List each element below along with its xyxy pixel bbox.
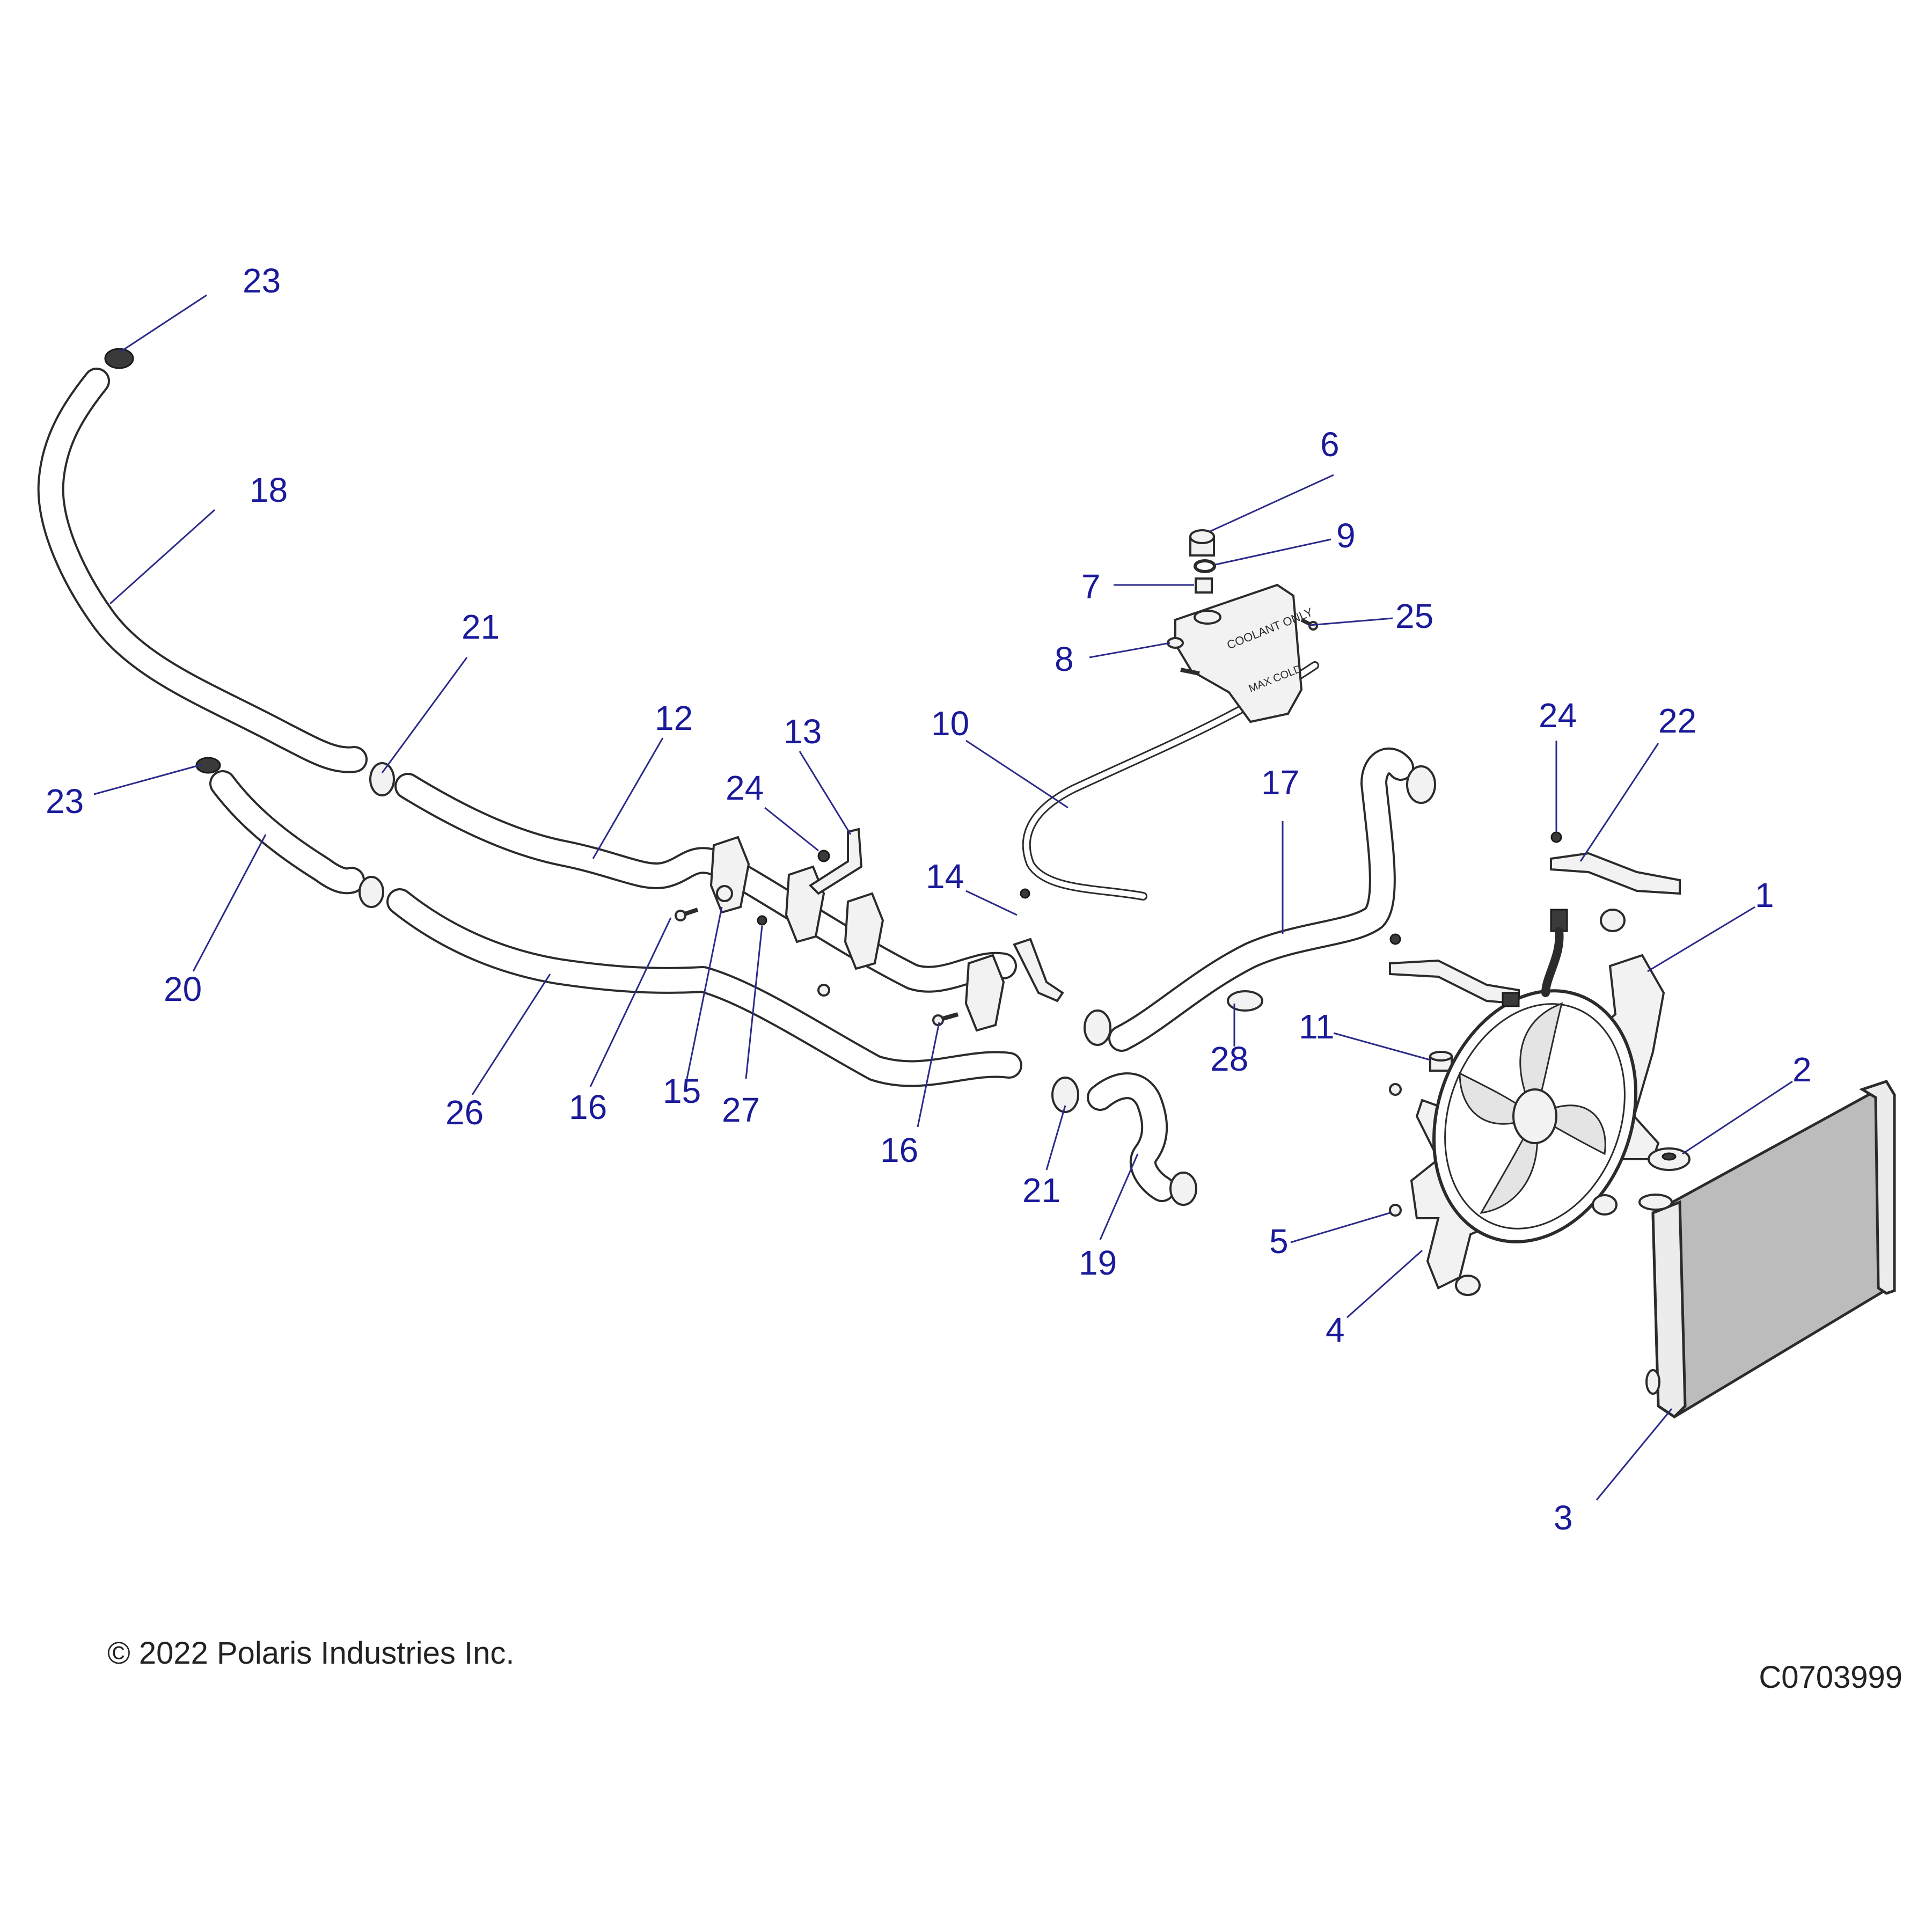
bolt-clip-c	[817, 984, 830, 997]
pipe-clip-15	[709, 836, 750, 914]
overflow-tube-10	[1022, 661, 1319, 901]
bolt-24-left	[817, 850, 830, 862]
hose-17	[1108, 747, 1414, 1052]
clamp-17-top	[1406, 765, 1436, 804]
callout-26: 26	[445, 1093, 484, 1132]
coolant-tank-8: COOLANT ONLY MAX COLD	[1174, 583, 1315, 723]
callout-13: 13	[784, 712, 822, 751]
bolt-16-right	[932, 1012, 959, 1026]
callout-15: 15	[663, 1072, 701, 1110]
grommet-top-right	[1600, 909, 1626, 932]
callout-22: 22	[1658, 701, 1696, 740]
callout-18: 18	[250, 471, 288, 509]
filler-cap-6	[1189, 529, 1215, 557]
bolt-27	[757, 915, 767, 926]
clamp-21-upper	[369, 762, 395, 796]
hose-20	[209, 770, 365, 895]
clamp-28	[1227, 990, 1263, 1012]
bolt-shroud-left	[1389, 1083, 1402, 1096]
callout-10: 10	[931, 704, 969, 743]
bracket-14	[1013, 888, 1064, 1002]
callout-3: 3	[1554, 1498, 1573, 1537]
grommet-11	[1429, 1051, 1453, 1072]
callout-12: 12	[655, 699, 693, 737]
bracket-13	[808, 828, 863, 895]
drawing-id: C0703999	[1759, 1660, 1902, 1695]
callout-5: 5	[1269, 1222, 1289, 1261]
radiator-cap-2	[1648, 1147, 1690, 1171]
grommet-shroud-right	[1592, 1194, 1618, 1216]
clamp-20-end	[358, 876, 384, 908]
callout-23-lower: 23	[46, 782, 84, 821]
callout-27: 27	[722, 1091, 760, 1129]
bolt-25	[1300, 618, 1318, 631]
callout-17: 17	[1261, 763, 1299, 802]
grommet-shroud-bottom	[1455, 1275, 1481, 1296]
bracket-upper-mid	[1389, 933, 1520, 1005]
bracket-22	[1550, 831, 1681, 895]
callout-9: 9	[1336, 516, 1356, 555]
fan-connector	[1502, 909, 1568, 1007]
callout-24-right: 24	[1539, 696, 1577, 735]
copyright-text: © 2022 Polaris Industries Inc.	[107, 1636, 514, 1671]
seal-9	[1194, 559, 1216, 573]
callout-11: 11	[1299, 1007, 1334, 1046]
leader-lines	[93, 294, 1793, 1501]
callout-28: 28	[1210, 1040, 1248, 1078]
callout-23-top: 23	[243, 261, 281, 300]
bolt-5	[1389, 1204, 1402, 1217]
clamp-19-end	[1169, 1172, 1197, 1206]
callout-2: 2	[1792, 1050, 1812, 1089]
callout-14: 14	[926, 857, 964, 896]
callout-19: 19	[1079, 1243, 1117, 1282]
pipe-clip-d	[964, 954, 1005, 1032]
bolt-16-left	[675, 908, 699, 921]
callout-21-upper: 21	[462, 608, 500, 646]
clamp-17-mid	[1084, 1009, 1111, 1046]
pipe-12	[394, 773, 1017, 993]
clamp-23-top	[104, 348, 134, 369]
callout-20: 20	[164, 970, 202, 1008]
radiator-3	[1638, 1079, 1896, 1419]
hose-18	[37, 368, 368, 773]
adapter-7	[1195, 577, 1213, 594]
fan-1	[1432, 989, 1638, 1243]
pipe-clip-c	[844, 892, 884, 970]
callout-16-right: 16	[880, 1131, 918, 1169]
callout-16-left: 16	[569, 1088, 607, 1126]
callouts: 1 2 3 4 5 6 7 8 9 10 11 12 13 14 15 16 1…	[46, 261, 1812, 1537]
pipe-26	[386, 888, 1022, 1087]
callout-7: 7	[1081, 567, 1101, 606]
hose-19	[1087, 1072, 1175, 1202]
clamp-21-lower	[1051, 1077, 1079, 1113]
callout-6: 6	[1320, 425, 1340, 464]
callout-8: 8	[1055, 640, 1074, 678]
callout-24-left: 24	[726, 769, 764, 807]
callout-4: 4	[1326, 1311, 1345, 1349]
callout-1: 1	[1755, 876, 1774, 914]
callout-25: 25	[1395, 597, 1433, 635]
callout-21-lower: 21	[1022, 1171, 1060, 1210]
